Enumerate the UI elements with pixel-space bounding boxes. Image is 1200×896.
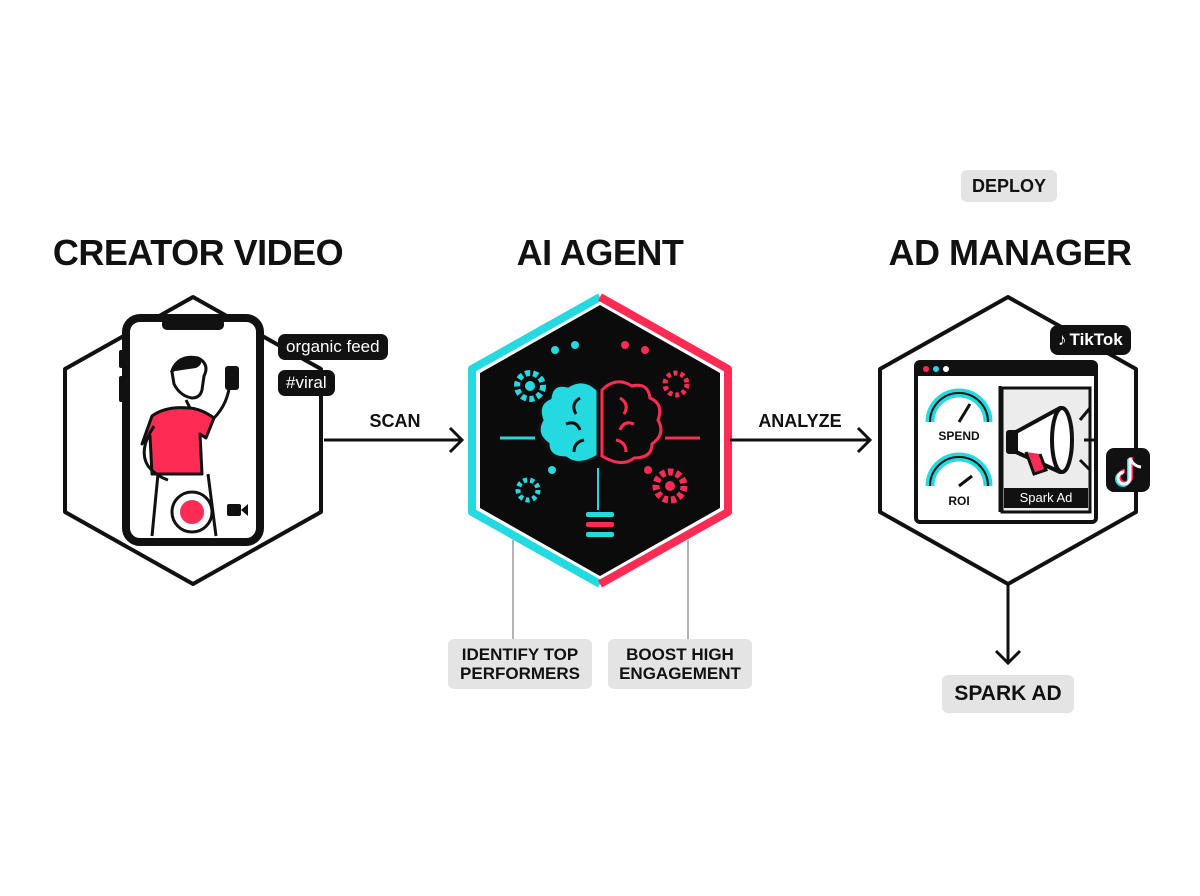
ai-agent-title: AI AGENT bbox=[516, 232, 684, 273]
tiktok-brand-badge: ♪TikTok bbox=[1050, 325, 1131, 355]
record-icon bbox=[170, 490, 214, 534]
tiktok-brand-label: TikTok bbox=[1069, 330, 1123, 349]
creator-video-title: CREATOR VIDEO bbox=[52, 232, 344, 273]
spark-ad-card-label: Spark Ad bbox=[1004, 488, 1088, 508]
deploy-arrow bbox=[994, 584, 1022, 666]
scan-label: SCAN bbox=[369, 411, 421, 431]
gear-icon bbox=[514, 370, 690, 504]
boost-high-engagement-callout: BOOST HIGH ENGAGEMENT bbox=[608, 639, 752, 689]
circuit-lines bbox=[500, 341, 700, 537]
organic-feed-tag: organic feed bbox=[278, 334, 388, 360]
analyze-arrow bbox=[730, 426, 873, 454]
spend-gauge-label: SPEND bbox=[938, 429, 980, 443]
video-camera-icon bbox=[227, 504, 248, 516]
agent-hexagon bbox=[468, 293, 732, 588]
megaphone-icon bbox=[1006, 406, 1098, 476]
gauge-icon bbox=[925, 388, 993, 488]
brain-icon bbox=[537, 380, 663, 464]
scan-arrow bbox=[324, 426, 465, 454]
analyze-label: ANALYZE bbox=[758, 411, 842, 431]
spark-ad-output-chip: SPARK AD bbox=[942, 675, 1074, 713]
tiktok-note-icon bbox=[1106, 448, 1150, 492]
viral-hashtag-tag: #viral bbox=[278, 370, 335, 396]
ad-manager-title: AD MANAGER bbox=[888, 232, 1133, 273]
tiktok-note-icon: ♪ bbox=[1058, 330, 1067, 349]
deploy-chip: DEPLOY bbox=[961, 170, 1057, 202]
identify-top-performers-callout: IDENTIFY TOP PERFORMERS bbox=[448, 639, 592, 689]
roi-gauge-label: ROI bbox=[948, 494, 970, 508]
person-selfie-icon bbox=[140, 355, 239, 537]
